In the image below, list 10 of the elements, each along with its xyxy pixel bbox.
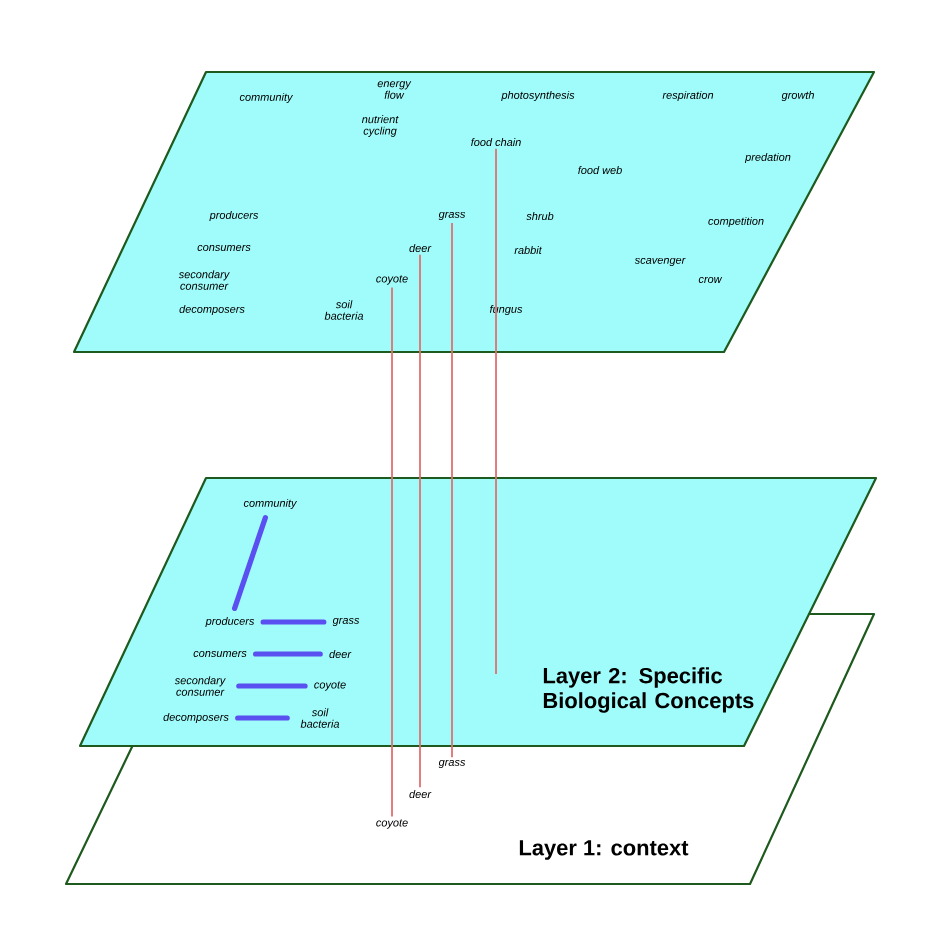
- connector-bar: [253, 651, 323, 657]
- link-line: [451, 222, 453, 759]
- link-line: [495, 147, 497, 675]
- connector-bar: [236, 683, 308, 689]
- connector-bar: [235, 715, 290, 721]
- link-line: [391, 286, 393, 818]
- connector-bar: [260, 619, 327, 625]
- connector-bar: [232, 515, 268, 611]
- layer-plane: [72, 70, 876, 354]
- link-line: [419, 253, 421, 789]
